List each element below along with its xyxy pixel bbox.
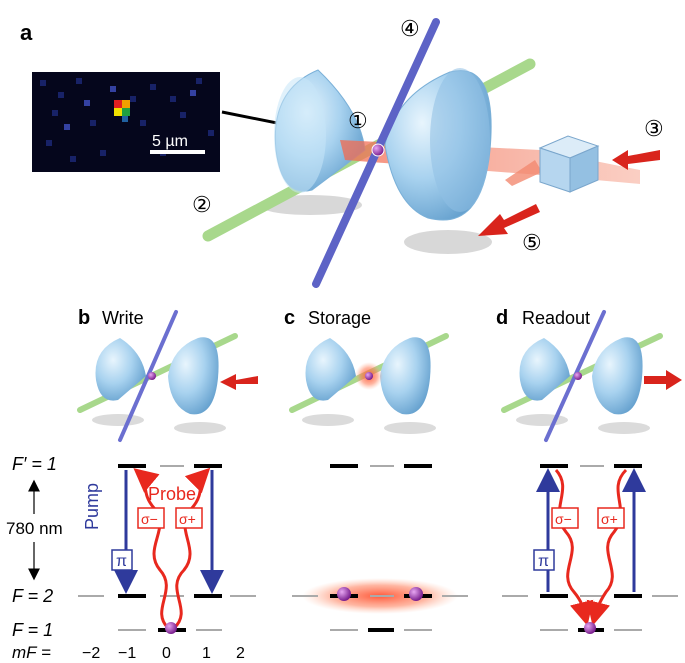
left-lens [274, 69, 366, 193]
lens-shadow-right [404, 230, 492, 254]
write-input-arrow [220, 374, 258, 390]
scale-bar [150, 150, 205, 154]
right-lens [384, 68, 492, 221]
write-setup [77, 310, 258, 442]
readout-levels [502, 464, 678, 634]
pi-box-write [111, 549, 133, 571]
label-1: ① [348, 108, 368, 133]
scale-bar-label: 5 µm [152, 133, 188, 150]
write-atom [165, 622, 177, 634]
label-4: ④ [400, 16, 420, 41]
level-f1-label: F = 1 [12, 620, 53, 640]
output-arrow [478, 204, 540, 236]
mf-value-m1: −1 [118, 645, 136, 662]
panel-c-letter: c [284, 307, 295, 329]
input-arrow [612, 150, 660, 170]
probe-sigma-minus-arrow [133, 468, 170, 630]
sigma-minus-box-write [137, 507, 165, 529]
write-levels [78, 464, 256, 634]
mf-value-0: 0 [162, 645, 171, 662]
panel-d-letter: d [496, 307, 508, 329]
label-5: ⑤ [522, 230, 542, 255]
level-f2-label: F = 2 [12, 586, 53, 606]
sigma-minus-label-write: σ− [141, 511, 158, 527]
red-beam-reflected [505, 160, 542, 186]
readout-setup [501, 310, 682, 442]
sigma-plus-box-readout [597, 507, 625, 529]
trapped-atom [371, 143, 385, 157]
fluorescence-image: 5 µm [32, 72, 220, 172]
level-fprime-label: F′ = 1 [12, 454, 57, 474]
sigma-plus-label-readout: σ+ [601, 511, 618, 527]
mf-value-2: 2 [236, 645, 245, 662]
sigma-plus-box-write [175, 507, 203, 529]
label-2: ② [192, 192, 212, 217]
pi-label-write: π [116, 553, 127, 570]
readout-atom [584, 622, 596, 634]
sigma-minus-box-readout [551, 507, 579, 529]
label-3: ③ [644, 116, 664, 141]
sigma-plus-label-write: σ+ [179, 511, 196, 527]
mf-label: mF = [12, 643, 51, 662]
panel-c-title: Storage [308, 308, 371, 328]
readout-output-arrow [644, 370, 682, 390]
storage-atom-right [409, 587, 423, 601]
panel-d-title: Readout [522, 308, 590, 328]
mf-value-m2: −2 [82, 645, 100, 662]
sigma-minus-label-readout: σ− [555, 511, 572, 527]
storage-setup [289, 333, 449, 434]
panel-a-letter: a [20, 20, 33, 45]
pump-label: Pump [82, 483, 102, 530]
pi-box-readout [533, 549, 555, 571]
panel-b-letter: b [78, 307, 90, 329]
storage-atom-left [337, 587, 351, 601]
pi-label-readout: π [538, 553, 549, 570]
probe-label: Probe [148, 484, 196, 504]
readout-sigma-minus-arrow [554, 468, 594, 626]
storage-levels [292, 464, 468, 632]
readout-sigma-plus-arrow [586, 468, 628, 626]
wavelength-label: 780 nm [6, 519, 63, 538]
panel-b-title: Write [102, 308, 144, 328]
beam-splitter-cube [538, 135, 600, 193]
mf-value-1: 1 [202, 645, 211, 662]
probe-sigma-plus-arrow [172, 467, 211, 630]
